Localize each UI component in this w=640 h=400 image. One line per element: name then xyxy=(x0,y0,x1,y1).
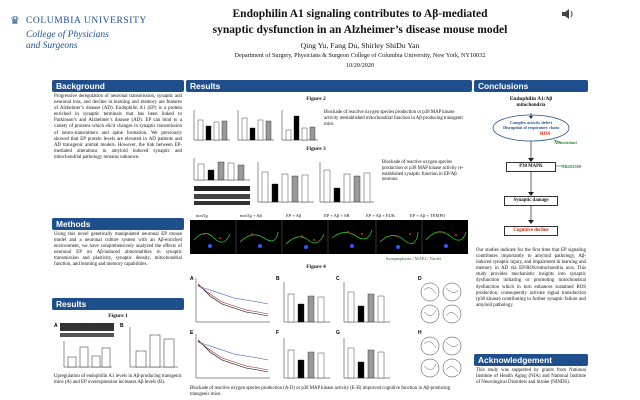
blot-strip xyxy=(60,333,114,337)
title-line1: Endophilin A1 signaling contributes to A… xyxy=(232,8,488,20)
date: 10/20/2020 xyxy=(345,62,375,69)
panel-label-2: nonTg + Aβ xyxy=(240,213,262,218)
bar xyxy=(79,346,89,368)
diagram-subtitle: mitochondria xyxy=(516,103,546,108)
acknowledgement-heading: Acknowledgement xyxy=(474,354,588,366)
authors: Qing Yu, Fang Du, Shirley ShiDu Yan xyxy=(300,41,420,50)
bar xyxy=(67,356,77,368)
right-column: Conclusions Endophilin A1/Aβ mitochondri… xyxy=(474,80,588,400)
figure1-panel-b-letter: B xyxy=(120,323,124,329)
damage-box: Synaptic damage xyxy=(504,196,558,206)
figure4-panel-h: H xyxy=(418,330,462,378)
box1-line2: Disruption of respiratory chain xyxy=(503,125,559,130)
figure3-chart-b xyxy=(257,162,314,203)
antioxidant-label: Antioxidant xyxy=(554,140,578,145)
figure4-panel-g: G xyxy=(336,330,390,379)
figure4-panel-b: B xyxy=(276,276,330,323)
bar xyxy=(91,355,101,368)
panel-label-1: nonTg xyxy=(196,213,208,218)
methods-text: Using this novel genetically manipulated… xyxy=(54,232,182,268)
figure4-panel-e-letter: E xyxy=(190,330,194,336)
figure2-title: Figure 2 xyxy=(306,96,326,102)
panel-label-4: EP + Aβ + SB xyxy=(324,213,350,218)
figure1-title: Figure 1 xyxy=(108,313,128,319)
figure4-panel-a: A xyxy=(190,276,270,323)
figure3-chart-c xyxy=(319,162,374,203)
figure4-panel-b-letter: B xyxy=(276,276,280,282)
conclusions-text: Our studies indicate for the first time … xyxy=(476,248,586,308)
acknowledgement-text: This study was supported by grants from … xyxy=(476,368,586,386)
figure2-caption: Blockade of reactive oxygen species prod… xyxy=(324,110,464,127)
figure1-caption: Upregulation of endophilin A1 levels in … xyxy=(54,374,182,386)
figure3-caption: Blockade of reactive oxygen species prod… xyxy=(382,160,464,183)
p38-box: P38 MAPK xyxy=(506,162,556,172)
pathway-diagram: Endophilin A1/Aβ mitochondria Complex ac… xyxy=(474,92,588,242)
figure4-panel-f: F xyxy=(276,330,330,379)
figure4-title: Figure 4 xyxy=(306,264,326,270)
figure1-panel-b: B xyxy=(120,323,178,368)
bar xyxy=(163,338,175,368)
methods-heading: Methods xyxy=(52,218,184,230)
figure1-panel-a: A xyxy=(54,323,114,368)
diagram-shapes xyxy=(492,113,570,224)
conclusions-heading: Conclusions xyxy=(474,80,588,92)
speaker-icon[interactable] xyxy=(561,8,575,20)
figure1-panels: A B xyxy=(52,319,184,373)
stain-legend: Synaptophysin / MAP2 / Nuclei xyxy=(386,256,442,261)
inhibitor-label: SB203580 xyxy=(562,164,582,169)
figure3-title: Figure 3 xyxy=(306,146,326,152)
poster-header: ♛ COLUMBIA UNIVERSITY College of Physici… xyxy=(0,0,640,78)
background-heading: Background xyxy=(52,80,184,92)
figure2-chart-a xyxy=(193,110,230,141)
crown-icon: ♛ xyxy=(10,15,20,27)
results-heading-mid: Results xyxy=(186,80,472,92)
figure4-caption: Blockade of reactive oxygen species prod… xyxy=(190,386,451,397)
college-line2: and Surgeons xyxy=(26,41,78,51)
ros-label: ROS xyxy=(540,132,551,137)
results-heading-left: Results xyxy=(52,298,184,310)
figure4-panel-d: D xyxy=(418,276,462,324)
title-line2: synaptic dysfunction in an Alzheimer’s d… xyxy=(212,24,508,36)
bar xyxy=(149,334,161,368)
figure4-panel-e: E xyxy=(190,330,270,379)
decline-box: Cognitive decline xyxy=(504,226,558,236)
background-text: Progressive deregulation of neuronal tra… xyxy=(54,94,182,160)
college-name: College of Physicians and Surgeons xyxy=(26,30,109,52)
figure4-panel-c-letter: C xyxy=(336,276,340,282)
panel-label-3: EP + Aβ xyxy=(286,213,302,218)
figure2-panels xyxy=(193,110,318,141)
mito-text: Complex activity defect Disruption of re… xyxy=(498,120,564,130)
left-column: Background Progressive deregulation of n… xyxy=(52,80,184,400)
box1-line1: Complex activity defect xyxy=(509,120,553,125)
figure4-panel-h-letter: H xyxy=(418,330,422,336)
diagram-title: Endophilin A1/Aβ xyxy=(509,96,553,102)
blot-strip xyxy=(60,323,114,331)
figure2-chart-b xyxy=(237,110,274,141)
figure3-chart-a xyxy=(193,158,250,181)
bar xyxy=(101,347,111,368)
figure4-panels: A B C D xyxy=(190,276,462,379)
figure3-panels xyxy=(193,158,374,205)
panel-label-6: EP + Aβ + TEMPO xyxy=(410,213,446,218)
university-logo: ♛ COLUMBIA UNIVERSITY College of Physici… xyxy=(10,14,170,64)
figure4-panel-d-letter: D xyxy=(418,276,422,282)
middle-column: Results Figure 2 Blockade of xyxy=(186,80,472,400)
figure4-panel-g-letter: G xyxy=(336,330,340,336)
affiliation: Department of Surgery, Physicians & Surg… xyxy=(234,52,486,59)
figure4-panel-a-letter: A xyxy=(190,276,194,282)
figure2-chart-c xyxy=(281,110,318,141)
figure1-panel-a-letter: A xyxy=(54,323,58,329)
figure3-fluorescence-images xyxy=(190,220,468,254)
bar xyxy=(135,350,147,368)
university-name: COLUMBIA UNIVERSITY xyxy=(26,16,147,26)
college-line1: College of Physicians xyxy=(26,30,109,40)
figure4-panel-f-letter: F xyxy=(276,330,279,336)
figure3-blot xyxy=(194,186,250,205)
panel-label-5: EP + Aβ + EUK xyxy=(366,213,396,218)
figure4-panel-c: C xyxy=(336,276,390,323)
